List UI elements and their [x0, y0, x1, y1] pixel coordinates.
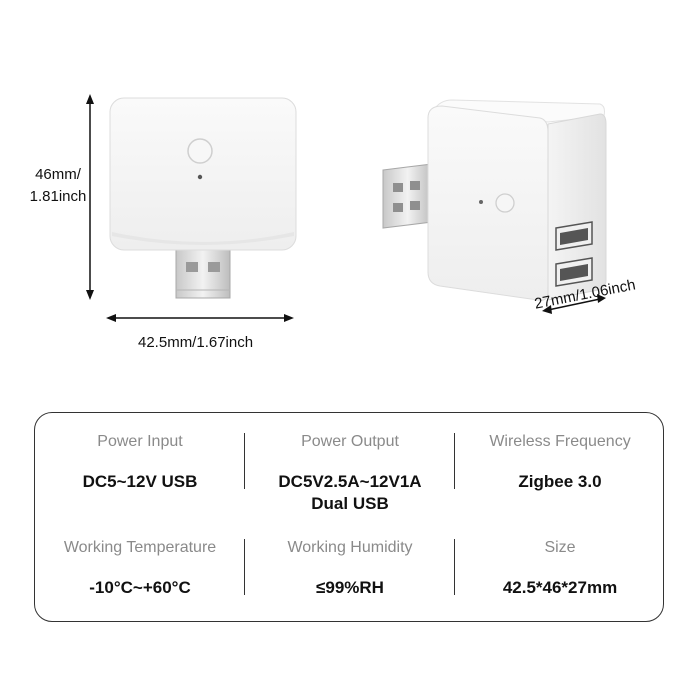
spec-value-line: DC5~12V USB [82, 472, 198, 491]
divider [454, 433, 455, 489]
width-arrow [106, 314, 294, 322]
spec-table: Power Input DC5~12V USB Power Output DC5… [34, 412, 664, 622]
spec-value-line: 42.5*46*27mm [502, 578, 618, 597]
spec-value-line: Dual USB [311, 494, 389, 513]
spec-label: Power Output [301, 433, 399, 450]
spec-working-temperature: Working Temperature -10°C~+60°C [35, 539, 245, 599]
height-arrow [86, 94, 94, 300]
spec-value: ≤99%RH [245, 577, 455, 599]
spec-value: Zigbee 3.0 [455, 471, 665, 493]
spec-value: DC5~12V USB [35, 471, 245, 493]
width-dimension-label: 42.5mm/1.67inch [138, 334, 254, 351]
spec-power-input: Power Input DC5~12V USB [35, 433, 245, 493]
spec-value: DC5V2.5A~12V1A Dual USB [245, 471, 455, 515]
spec-wireless-frequency: Wireless Frequency Zigbee 3.0 [455, 433, 665, 493]
spec-value-line: -10°C~+60°C [89, 578, 191, 597]
spec-value-line: DC5V2.5A~12V1A [278, 472, 422, 491]
spec-value: 42.5*46*27mm [455, 577, 665, 599]
height-dimension-label: 46mm/ 1.81inch [18, 164, 98, 208]
front-view-device [109, 97, 297, 299]
divider [244, 433, 245, 489]
spec-label: Working Temperature [63, 539, 217, 556]
height-dimension-mm: 46mm/ [35, 166, 81, 183]
divider [244, 539, 245, 595]
spec-working-humidity: Working Humidity ≤99%RH [245, 539, 455, 599]
side-view-device [382, 99, 607, 301]
spec-value-line: Zigbee 3.0 [518, 472, 602, 491]
divider [454, 539, 455, 595]
height-dimension-inch: 1.81inch [29, 188, 87, 205]
spec-label: Power Input [97, 433, 183, 450]
spec-value-line: ≤99%RH [316, 578, 384, 597]
spec-value: -10°C~+60°C [35, 577, 245, 599]
spec-size: Size 42.5*46*27mm [455, 539, 665, 599]
depth-arrow [542, 294, 606, 314]
product-illustration [86, 94, 607, 322]
spec-power-output: Power Output DC5V2.5A~12V1A Dual USB [245, 433, 455, 515]
spec-label: Size [544, 539, 576, 556]
spec-label: Wireless Frequency [489, 433, 631, 450]
spec-label: Working Humidity [287, 539, 413, 556]
